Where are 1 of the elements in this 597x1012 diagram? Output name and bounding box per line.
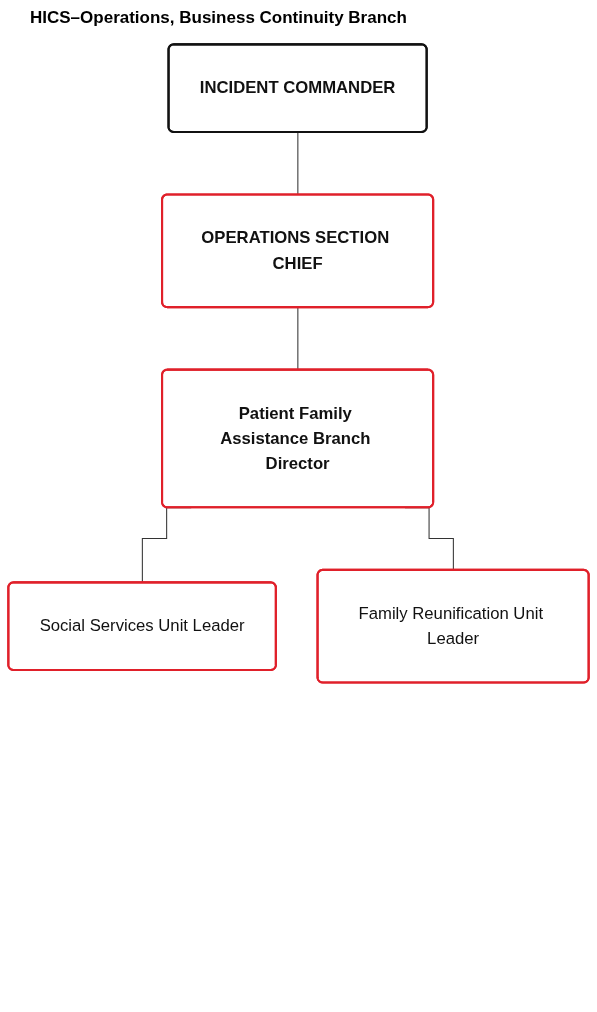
diagram-title: HICS–Operations, Business Continuity Branch (29, 7, 408, 29)
